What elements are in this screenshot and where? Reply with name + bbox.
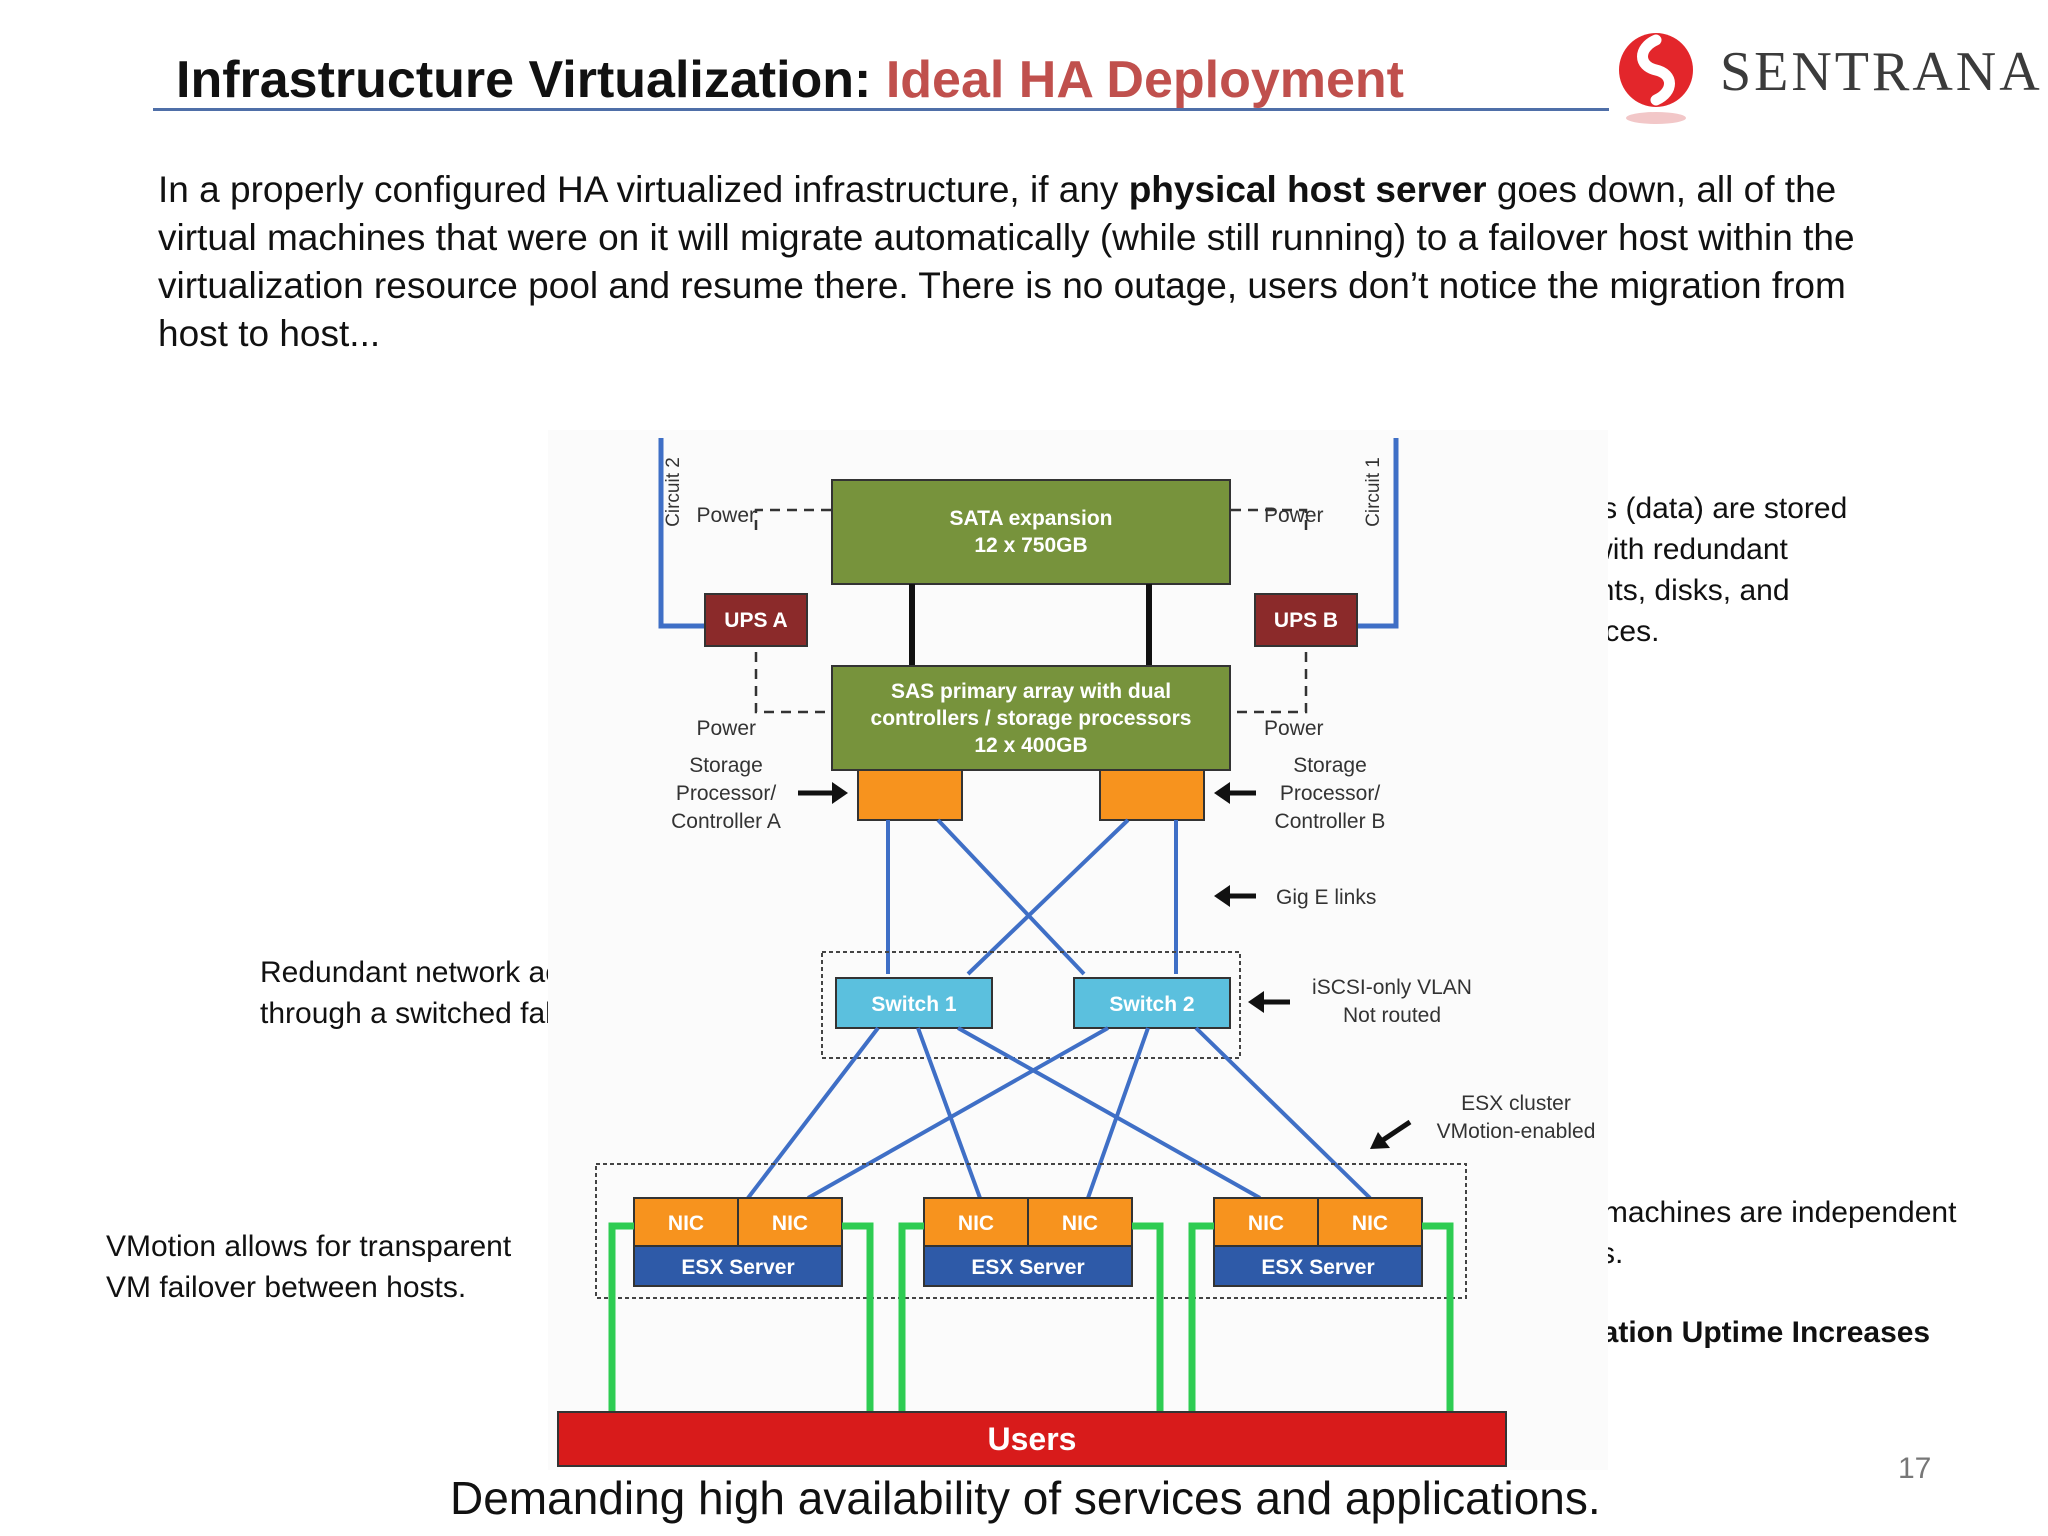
slide-title: Infrastructure Virtualization: Ideal HA … <box>176 48 1404 112</box>
sp-a-label-line: Controller A <box>671 810 781 833</box>
storage-controller-b <box>1099 769 1205 821</box>
iscsi-vlan-frame <box>821 951 1241 1059</box>
nic-label: NIC <box>958 1212 994 1235</box>
intro-text-2: goes down, all of the virtual machines t… <box>158 169 1855 354</box>
power-label-ups-a-top: Power <box>696 504 756 527</box>
sata-label-line: 12 x 750GB <box>974 534 1087 557</box>
nic-label: NIC <box>668 1212 704 1235</box>
logo-text: SENTRANA <box>1720 41 2043 103</box>
nic-label: NIC <box>1352 1212 1388 1235</box>
circuit-left: Circuit 2 <box>658 438 708 629</box>
circuit-right-label: Circuit 1 <box>1363 457 1384 527</box>
nic-card <box>923 1197 1029 1247</box>
ups-a-label: UPS A <box>724 609 787 632</box>
note-vmotion: VMotion allows for transparent VM failov… <box>106 1226 511 1308</box>
nic-label: NIC <box>772 1212 808 1235</box>
title-main: Infrastructure Virtualization: <box>176 51 872 109</box>
esx-cluster-label-line: ESX cluster <box>1461 1092 1571 1115</box>
intro-text-1: In a properly configured HA virtualized … <box>158 169 1129 210</box>
user-links <box>608 1222 1454 1412</box>
gig-e-label: Gig E links <box>1276 886 1376 909</box>
nic-label: NIC <box>1248 1212 1284 1235</box>
sata-expansion-array: SATA expansion 12 x 750GB <box>831 479 1231 585</box>
storage-processor-a-label: Storage Processor/ Controller A <box>671 754 781 833</box>
arrow-icon <box>1370 1119 1412 1149</box>
esx-server-box <box>1213 1245 1423 1287</box>
power-label-ups-b-bottom: Power <box>1264 717 1324 740</box>
intro-paragraph: In a properly configured HA virtualized … <box>158 166 1878 358</box>
note-redundant-network-line: through a switched fabric. <box>260 997 602 1030</box>
page-number: 17 <box>1898 1452 1932 1485</box>
arrow-icon <box>1214 782 1256 804</box>
sas-primary-array: SAS primary array with dual controllers … <box>831 665 1231 771</box>
sp-b-label-line: Processor/ <box>1280 782 1381 805</box>
esx-server-label: ESX Server <box>681 1256 794 1279</box>
power-label-ups-b-top: Power <box>1264 504 1324 527</box>
bottom-tagline: Demanding high availability of services … <box>450 1472 1601 1524</box>
esx-server-label: ESX Server <box>971 1256 1084 1279</box>
power-lines <box>754 508 1308 714</box>
switch-2: Switch 2 <box>1073 977 1231 1029</box>
ups-b-label: UPS B <box>1274 609 1338 632</box>
sas-label-line: 12 x 400GB <box>974 734 1087 757</box>
arrow-icon <box>1214 885 1256 907</box>
esx-cluster-label-line: VMotion-enabled <box>1437 1120 1596 1143</box>
sp-b-label-line: Storage <box>1293 754 1367 777</box>
vlan-label-line: iSCSI-only VLAN <box>1312 976 1472 999</box>
esx-cluster-frame <box>595 1163 1467 1299</box>
sp-a-label-line: Storage <box>689 754 763 777</box>
ups-b: UPS B <box>1254 593 1358 647</box>
gig-e-links <box>886 818 1178 976</box>
switch-1-label: Switch 1 <box>871 993 957 1016</box>
esx-server-box <box>923 1245 1133 1287</box>
esx-host-1: NIC NIC ESX Server <box>633 1197 843 1287</box>
sas-label-line: SAS primary array with dual <box>891 680 1171 703</box>
switch-nic-links <box>746 1026 1372 1200</box>
title-underline <box>153 108 1609 111</box>
arrow-icon <box>798 782 848 804</box>
nic-card <box>1317 1197 1423 1247</box>
storage-processor-b-label: Storage Processor/ Controller B <box>1275 754 1386 833</box>
intro-bold-text: physical host server <box>1128 169 1487 210</box>
switch-1: Switch 1 <box>835 977 993 1029</box>
title-accent: Ideal HA Deployment <box>885 51 1404 109</box>
circuit-left-label: Circuit 2 <box>663 457 684 527</box>
power-label-ups-a-bottom: Power <box>696 717 756 740</box>
circuit-right: Circuit 1 <box>1354 438 1399 629</box>
users-label: Users <box>988 1421 1077 1457</box>
esx-host-2: NIC NIC ESX Server <box>923 1197 1133 1287</box>
vlan-label-line: Not routed <box>1343 1004 1441 1027</box>
note-vmotion-line: VMotion allows for transparent <box>106 1230 512 1263</box>
storage-controller-a <box>857 769 963 821</box>
ups-a: UPS A <box>704 593 808 647</box>
arrow-icon <box>1248 991 1290 1013</box>
sp-b-label-line: Controller B <box>1275 810 1386 833</box>
switch-2-label: Switch 2 <box>1109 993 1194 1016</box>
users-bar: Users <box>557 1411 1507 1467</box>
sata-label-line: SATA expansion <box>950 507 1113 530</box>
sentrana-logo <box>1619 33 1693 124</box>
esx-host-3: NIC NIC ESX Server <box>1213 1197 1423 1287</box>
note-vmotion-line: VM failover between hosts. <box>106 1271 467 1304</box>
esx-server-label: ESX Server <box>1261 1256 1374 1279</box>
esx-server-box <box>633 1245 843 1287</box>
ha-architecture-diagram: Circuit 2 Circuit 1 Power Power Power Po… <box>548 430 1608 1470</box>
nic-label: NIC <box>1062 1212 1098 1235</box>
sas-label-line: controllers / storage processors <box>871 707 1192 730</box>
sp-a-label-line: Processor/ <box>676 782 777 805</box>
